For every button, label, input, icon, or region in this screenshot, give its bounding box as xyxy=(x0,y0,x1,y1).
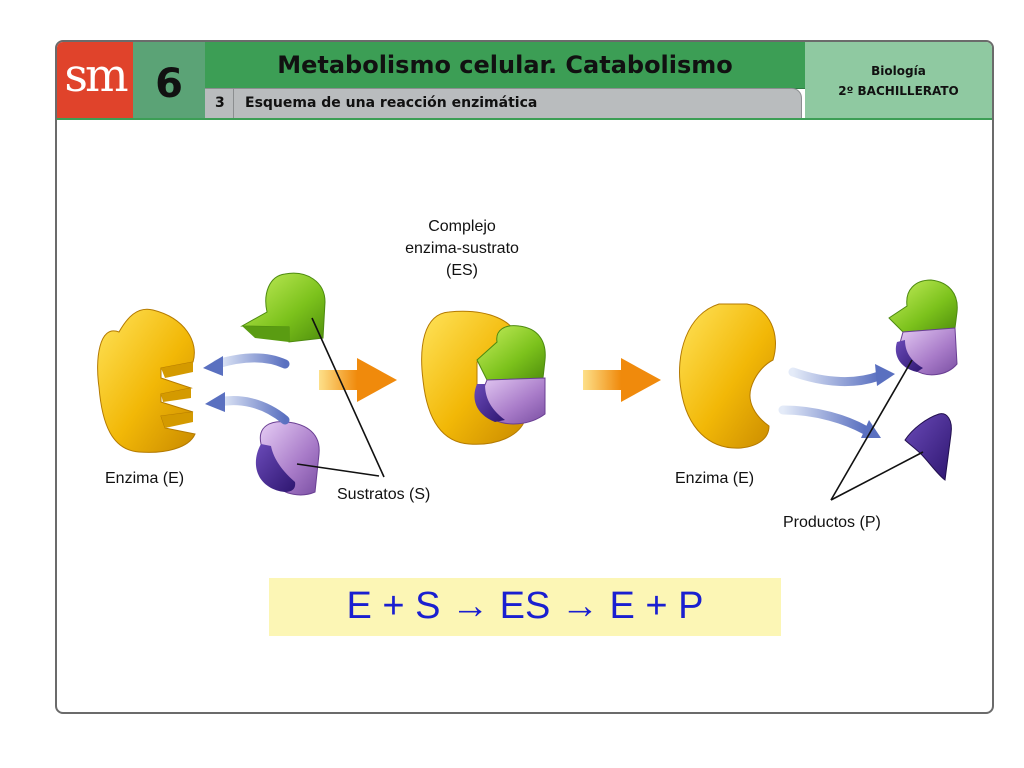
equation-box: E + S → ES → E + P xyxy=(269,578,781,636)
label-complex-line2: enzima-sustrato xyxy=(405,240,519,257)
section-number: 3 xyxy=(215,95,225,111)
release-arrows-left xyxy=(203,353,290,425)
release-arrows-right xyxy=(778,364,895,438)
substrate-pointer-lines xyxy=(296,317,385,478)
unit-number: 6 xyxy=(133,42,205,119)
enzyme-substrate-complex-shape xyxy=(421,310,546,445)
page-title: Metabolismo celular. Catabolismo xyxy=(277,51,733,79)
enzyme-left-shape xyxy=(97,308,196,453)
section-title: Esquema de una reacción enzimática xyxy=(245,95,538,111)
course-label: 2º BACHILLERATO xyxy=(838,84,959,98)
reaction-equation: E + S → ES → E + P xyxy=(346,585,704,627)
enzyme-right-shape xyxy=(679,303,776,449)
label-products: Productos (P) xyxy=(783,514,881,531)
section-bar: 3 Esquema de una reacción enzimática xyxy=(205,88,802,119)
product-pointer-lines xyxy=(830,359,924,501)
subject-label: Biología xyxy=(871,64,926,78)
substrate-green-shape xyxy=(240,272,326,343)
substrate-purple-shape xyxy=(255,421,320,496)
reaction-arrow-2 xyxy=(583,358,661,402)
enzyme-reaction-diagram xyxy=(97,272,958,501)
header-divider xyxy=(57,118,992,120)
slide-header: sm 6 Metabolismo celular. Catabolismo 3 … xyxy=(57,42,992,120)
label-substrates: Sustratos (S) xyxy=(337,486,431,503)
label-enzyme-left: Enzima (E) xyxy=(105,470,185,487)
reaction-arrow-1 xyxy=(319,358,397,402)
section-divider xyxy=(233,89,234,118)
label-complex-line1: Complejo xyxy=(428,218,496,235)
product-dark-shape xyxy=(904,413,952,481)
label-enzyme-right: Enzima (E) xyxy=(675,470,755,487)
product-combined-shape xyxy=(888,279,958,376)
publisher-logo: sm xyxy=(57,42,133,119)
title-bar: Metabolismo celular. Catabolismo xyxy=(205,42,805,89)
course-box: Biología 2º BACHILLERATO xyxy=(805,42,992,119)
slide-frame: sm 6 Metabolismo celular. Catabolismo 3 … xyxy=(55,40,994,714)
label-complex-line3: (ES) xyxy=(446,262,478,279)
